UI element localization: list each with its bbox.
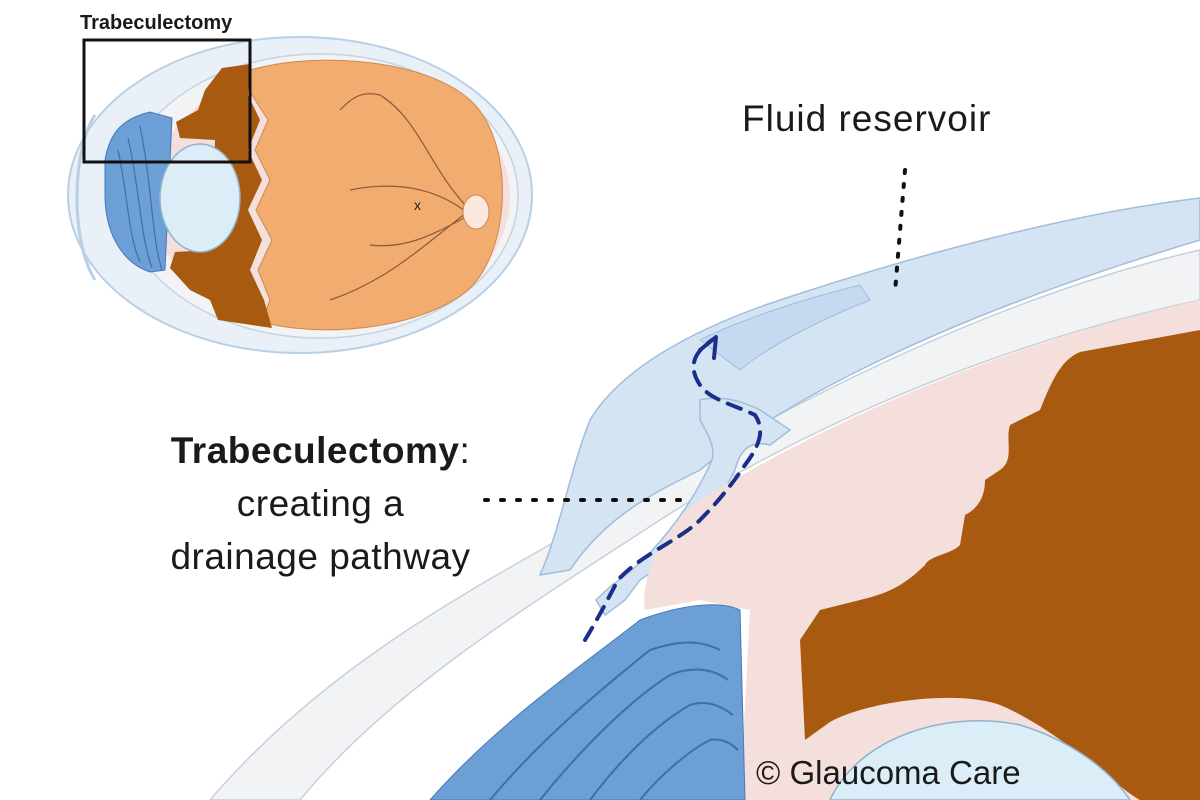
copyright-credit: © Glaucoma Care [756, 754, 1021, 791]
iris-tissue [800, 330, 1200, 800]
procedure-label: Trabeculectomy: creating a drainage path… [68, 424, 573, 583]
fovea-mark: x [414, 197, 421, 213]
eye-ciliary-body [104, 111, 173, 273]
fluid-reservoir-bleb [699, 284, 871, 371]
procedure-name: Trabeculectomy [170, 430, 460, 471]
procedure-description-line-2: drainage pathway [170, 536, 471, 577]
fluid-reservoir-label: Fluid reservoir [742, 98, 992, 139]
procedure-colon: : [459, 430, 471, 471]
eye-retinal-vessels [329, 93, 471, 301]
lens-edge [829, 720, 1131, 800]
procedure-description-line-1: creating a [236, 483, 405, 524]
fluid-reservoir-leader [893, 168, 907, 294]
procedure-title-line: Trabeculectomy: [68, 424, 573, 477]
eye-lens [159, 143, 241, 253]
conjunctiva-layer [538, 197, 1200, 576]
aqueous-flow-arrow [583, 338, 763, 642]
optic-disc [462, 194, 490, 230]
ciliary-stripes [117, 125, 163, 271]
sclera-layer [209, 249, 1200, 800]
inset-title: Trabeculectomy [80, 12, 233, 34]
ciliary-body-stripes [489, 641, 739, 800]
eye-cornea [75, 114, 97, 281]
detail-region-box [82, 38, 252, 164]
flow-arrowhead-icon [698, 335, 718, 360]
